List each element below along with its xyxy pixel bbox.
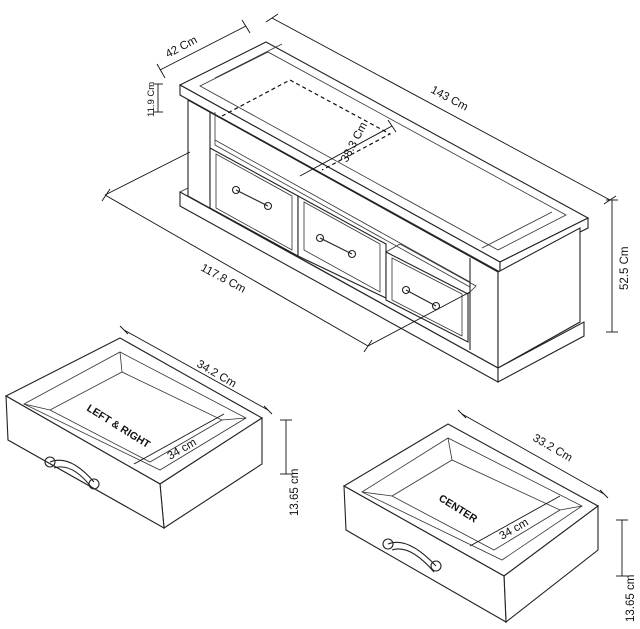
center-drawer-handle-icon	[382, 538, 442, 573]
center-drawer-drawing: 33.2 Cm CENTER 34 cm 13.65 cm	[342, 409, 637, 624]
unit-top-height-label: 11.9 Cm	[146, 82, 157, 117]
side-drawer-drawing: 34.2 Cm LEFT & RIGHT 34 cm 13.65 cm	[4, 325, 301, 529]
side-drawer-height-label: 13.65 cm	[289, 469, 301, 516]
tv-unit-drawing: 42 Cm 143 Cm 11.9 Cm 38.3 Cm 117.8 Cm 52…	[101, 13, 631, 383]
drawer-right-front	[385, 251, 469, 343]
side-drawer-front	[5, 395, 165, 529]
unit-inner-width-label: 117.8 Cm	[199, 262, 248, 296]
center-drawer-width-label: 33.2 Cm	[531, 432, 575, 464]
handle-center-icon	[315, 233, 357, 259]
hidden-compartment-outline	[221, 79, 392, 171]
center-drawer-height-label: 13.65 cm	[625, 575, 637, 622]
handle-left-icon	[231, 185, 273, 211]
unit-depth-label: 42 Cm	[164, 34, 200, 60]
unit-top-inset	[199, 51, 567, 251]
dimension-lines-unit	[101, 13, 618, 353]
unit-height-label: 52.5 Cm	[619, 247, 631, 290]
unit-side	[497, 227, 581, 369]
unit-width-label: 143 Cm	[429, 84, 470, 114]
side-drawer-handle-icon	[44, 456, 100, 490]
unit-plinth-side	[497, 321, 585, 383]
center-drawer-front	[343, 485, 507, 623]
